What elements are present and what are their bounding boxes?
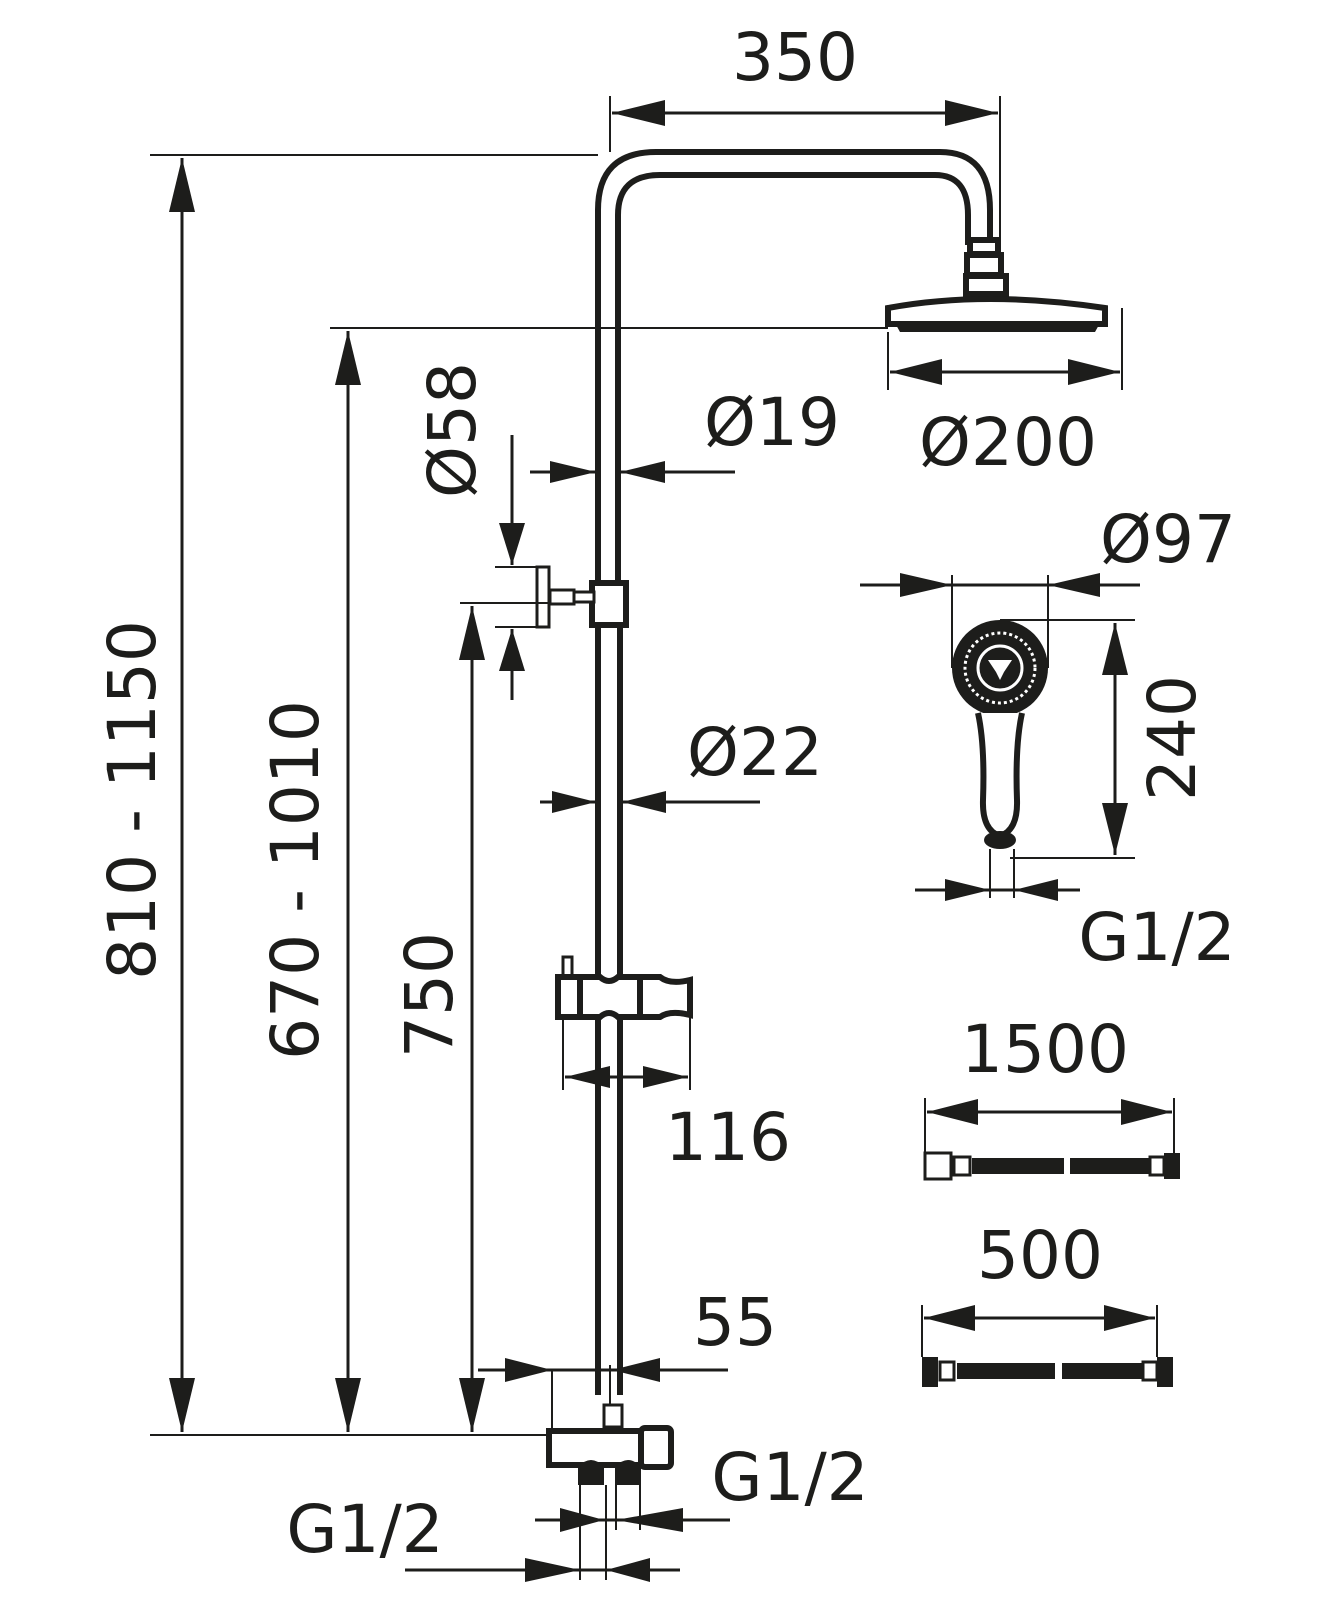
label-arm-length: 350: [732, 19, 858, 96]
label-outlet-thread: G1/2: [711, 1439, 868, 1516]
label-hose-short: 500: [977, 1217, 1103, 1294]
dim-arm-length: [609, 96, 1001, 248]
dim-head-height: [330, 327, 888, 1432]
label-head-height: 670 - 1010: [257, 700, 334, 1060]
dim-hand-shower-dia: [860, 573, 1140, 668]
dim-hand-shower-length: [1000, 619, 1135, 859]
label-rain-head-dia: Ø200: [919, 404, 1097, 481]
dim-outlet-thread: [535, 1485, 730, 1532]
label-lower-pipe-dia: Ø22: [687, 714, 823, 791]
slider-holder: [555, 955, 693, 1020]
dim-total-height: [150, 154, 598, 1436]
dim-hose-short: [921, 1305, 1158, 1357]
label-hand-shower-dia: Ø97: [1100, 501, 1236, 578]
shower-arm: [595, 149, 993, 590]
hose-1500: [923, 1151, 1180, 1181]
rain-shower-head: [885, 237, 1108, 332]
dim-upper-pipe-dia: [530, 461, 735, 483]
label-inlet-thread: G1/2: [286, 1491, 443, 1568]
label-total-height: 810 - 1150: [94, 620, 171, 980]
label-bracket-dia: Ø58: [414, 362, 491, 498]
dim-slide-height: [459, 602, 549, 1432]
wall-bracket: [535, 565, 596, 629]
dim-holder-width: [562, 1015, 691, 1090]
pipe-coupling: [589, 580, 629, 628]
diverter-mixer: [546, 1403, 674, 1485]
hand-shower: [952, 620, 1048, 849]
label-hand-thread: G1/2: [1078, 899, 1235, 976]
dim-bracket-dia: [495, 435, 537, 700]
label-upper-pipe-dia: Ø19: [704, 384, 840, 461]
label-holder-width: 116: [665, 1099, 791, 1176]
label-mixer-offset: 55: [693, 1284, 777, 1361]
label-hose-long: 1500: [961, 1011, 1129, 1088]
dim-rain-head-dia: [887, 308, 1123, 390]
hose-500: [922, 1357, 1173, 1387]
dim-inlet-thread: [405, 1485, 680, 1582]
dim-mixer-offset: [478, 1358, 728, 1431]
dim-hand-thread: [915, 849, 1080, 901]
label-hand-shower-length: 240: [1134, 675, 1211, 801]
label-slide-height: 750: [391, 932, 468, 1058]
dim-lower-pipe-dia: [540, 791, 760, 813]
dim-hose-long: [924, 1098, 1175, 1153]
